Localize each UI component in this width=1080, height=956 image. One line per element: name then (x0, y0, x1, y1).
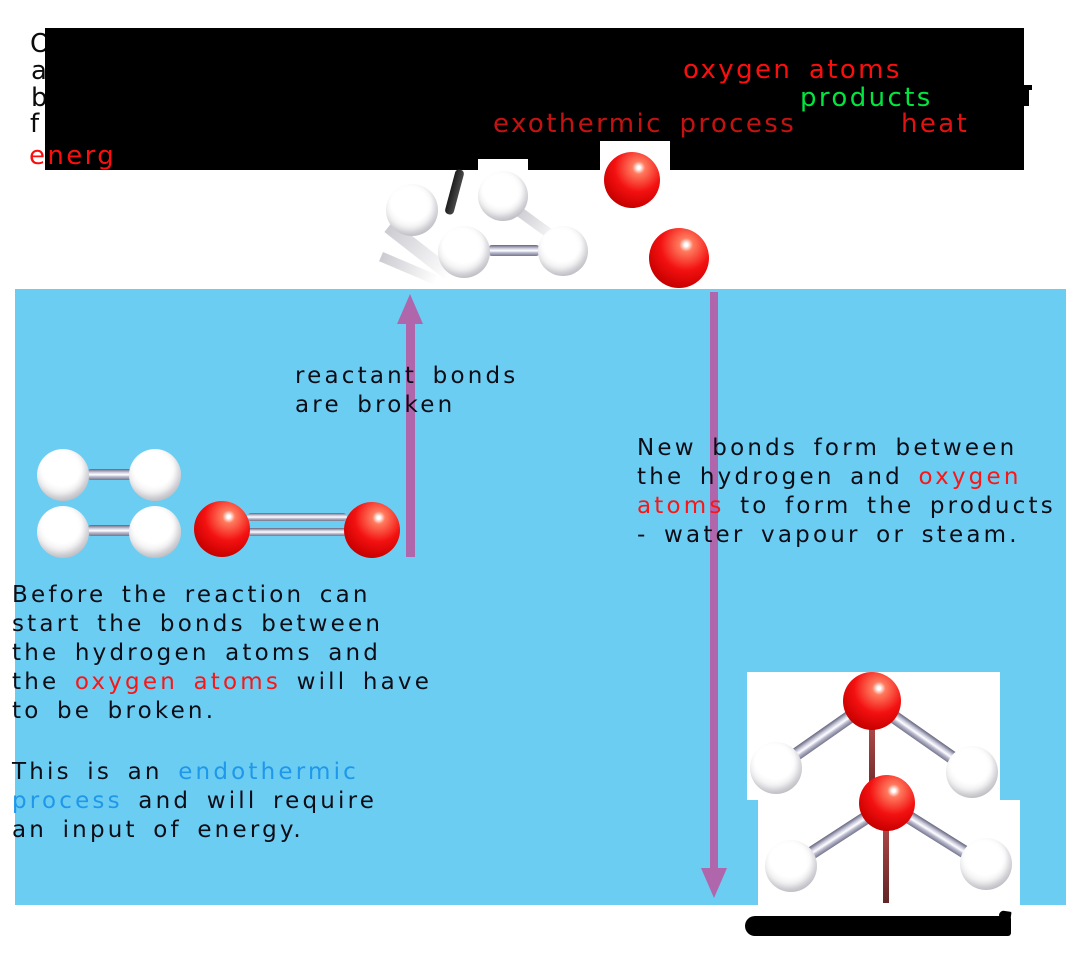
label-line: start the bonds between (12, 611, 384, 637)
hydrogen-atom (129, 449, 181, 501)
label-line: an input of energy. (12, 817, 304, 843)
redacted-caption-bar (745, 916, 1011, 936)
banner-line-fragment: b (31, 83, 48, 113)
hydrogen-atom (750, 742, 802, 794)
oxygen-atom (344, 502, 400, 558)
hydrogen-atom (946, 746, 998, 798)
label-line: This is an endothermic (12, 759, 360, 785)
bond (87, 525, 133, 536)
banner-line-fragment: f (30, 109, 40, 139)
label-line: - water vapour or steam. (637, 522, 1020, 548)
bond (488, 245, 540, 256)
reactant-bonds-label: reactant bonds are broken (295, 362, 519, 420)
down-arrow-head (701, 868, 727, 898)
reflection-streak (869, 725, 875, 803)
reflection-streak (883, 826, 889, 903)
double-bond (247, 528, 347, 536)
down-arrow-shaft (710, 292, 718, 869)
letter-fragment (1024, 88, 1029, 106)
banner-word-products: products (800, 83, 933, 113)
label-line: the oxygen atoms will have (12, 669, 433, 695)
label-line: reactant bonds (295, 363, 519, 389)
endothermic-paragraph: This is an endothermic process and will … (12, 758, 377, 845)
up-arrow-head (397, 294, 423, 324)
hydrogen-atom (129, 506, 181, 558)
hydrogen-atom (438, 226, 490, 278)
banner-word-exothermic-process: exothermic process (493, 109, 797, 139)
label-line: the hydrogen atoms and (12, 640, 382, 666)
label-line: the hydrogen and oxygen (637, 464, 1022, 490)
label-line: process and will require (12, 788, 378, 814)
bond (444, 168, 465, 216)
hydrogen-atom (765, 840, 817, 892)
hydrogen-atom (538, 226, 588, 276)
label-line: New bonds form between (637, 435, 1018, 461)
oxygen-atom (843, 672, 901, 730)
bond (87, 469, 133, 480)
label-line: are broken (295, 392, 456, 418)
banner-line-fragment: a (31, 56, 47, 86)
up-arrow-shaft (406, 322, 415, 557)
redacted-caption-fragment (998, 910, 1012, 921)
banner-word-oxygen-atoms: oxygen atoms (683, 55, 902, 85)
banner-word-heat: heat (901, 109, 970, 139)
hydrogen-atom (386, 184, 438, 236)
banner-word-energ: energ (29, 141, 117, 171)
oxygen-atom (604, 152, 660, 208)
hydrogen-atom (37, 449, 89, 501)
hydrogen-atom (478, 171, 528, 221)
hydrogen-atom (960, 838, 1012, 890)
letter-fragment (1024, 85, 1032, 90)
before-reaction-paragraph: Before the reaction can start the bonds … (12, 581, 432, 726)
double-bond (247, 513, 347, 521)
label-line: to be broken. (12, 698, 217, 724)
oxygen-atom (649, 228, 709, 288)
oxygen-atom (194, 501, 250, 557)
sphere-halo (478, 159, 528, 173)
hydrogen-atom (37, 506, 89, 558)
label-line: Before the reaction can (12, 582, 371, 608)
new-bonds-paragraph: New bonds form between the hydrogen and … (637, 434, 1056, 550)
top-black-box (45, 28, 1024, 170)
label-line: atoms to form the products (637, 493, 1056, 519)
oxygen-atom (859, 775, 915, 831)
